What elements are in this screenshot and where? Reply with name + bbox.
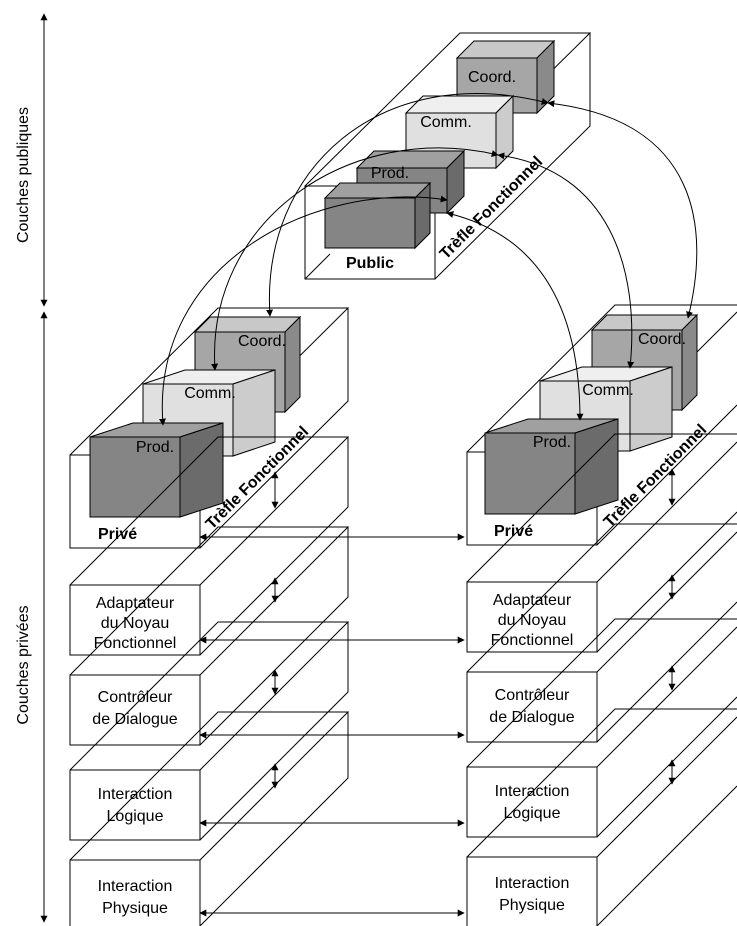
right-adaptateur-line1: Adaptateur	[493, 592, 572, 609]
public-prod-label: Prod.	[371, 165, 409, 182]
left-controleur-layer: Contrôleur de Dialogue	[69, 526, 350, 746]
left-comm-label: Comm.	[184, 385, 236, 402]
left-prive-label: Privé	[98, 526, 137, 543]
public-layers-label: Couches publiques	[15, 107, 32, 243]
left-prod-label: Prod.	[136, 439, 174, 456]
right-physique-line2: Physique	[499, 897, 565, 914]
right-coord-label: Coord.	[638, 331, 686, 348]
left-column: Coord. Comm. Prod. Privé Trèfle Fonction…	[69, 307, 350, 926]
right-column: Coord. Comm. Prod. Privé Trèfle Fonction…	[466, 304, 737, 926]
right-prod-block: Prod.	[484, 418, 619, 515]
right-prod-label: Prod.	[533, 434, 571, 451]
horizontal-connectors	[199, 533, 465, 917]
public-coord-label: Coord.	[468, 69, 516, 86]
right-logique-line2: Logique	[504, 805, 561, 822]
private-layers-label: Couches privées	[15, 605, 32, 724]
right-controleur-line1: Contrôleur	[495, 687, 570, 704]
left-adaptateur-line1: Adaptateur	[96, 595, 175, 612]
left-controleur-line2: de Dialogue	[92, 711, 178, 728]
public-component: Coord. Comm. Prod. Public Trèfle Fonctio…	[304, 32, 592, 280]
public-private-arcs	[159, 93, 698, 426]
left-physique-line2: Physique	[102, 900, 168, 917]
left-controleur-line1: Contrôleur	[98, 689, 173, 706]
right-controleur-layer: Contrôleur de Dialogue	[466, 523, 737, 743]
left-coord-label: Coord.	[238, 333, 286, 350]
public-comm-label: Comm.	[420, 114, 472, 131]
right-physique-line1: Interaction	[495, 875, 570, 892]
vertical-axis: Couches publiques Couches privées	[15, 13, 48, 923]
public-label: Public	[346, 255, 394, 272]
right-adaptateur-line3: Fonctionnel	[491, 632, 574, 649]
left-adaptateur-layer: Adaptateur du Noyau Fonctionnel	[69, 436, 350, 656]
right-comm-label: Comm.	[582, 382, 634, 399]
right-interaction-physique-layer: Interaction Physique	[466, 708, 737, 926]
right-prive-label: Privé	[494, 523, 533, 540]
right-controleur-line2: de Dialogue	[489, 709, 575, 726]
left-interaction-logique-layer: Interaction Logique	[69, 621, 350, 841]
right-adaptateur-layer: Adaptateur du Noyau Fonctionnel	[466, 433, 737, 653]
left-physique-line1: Interaction	[98, 878, 173, 895]
left-prod-block: Prod.	[89, 422, 224, 518]
left-interaction-physique-layer: Interaction Physique	[69, 711, 350, 926]
left-adaptateur-line3: Fonctionnel	[94, 635, 177, 652]
left-adaptateur-line2: du Noyau	[101, 615, 170, 632]
public-block	[323, 181, 432, 250]
left-logique-line2: Logique	[107, 808, 164, 825]
right-adaptateur-line2: du Noyau	[498, 612, 567, 629]
